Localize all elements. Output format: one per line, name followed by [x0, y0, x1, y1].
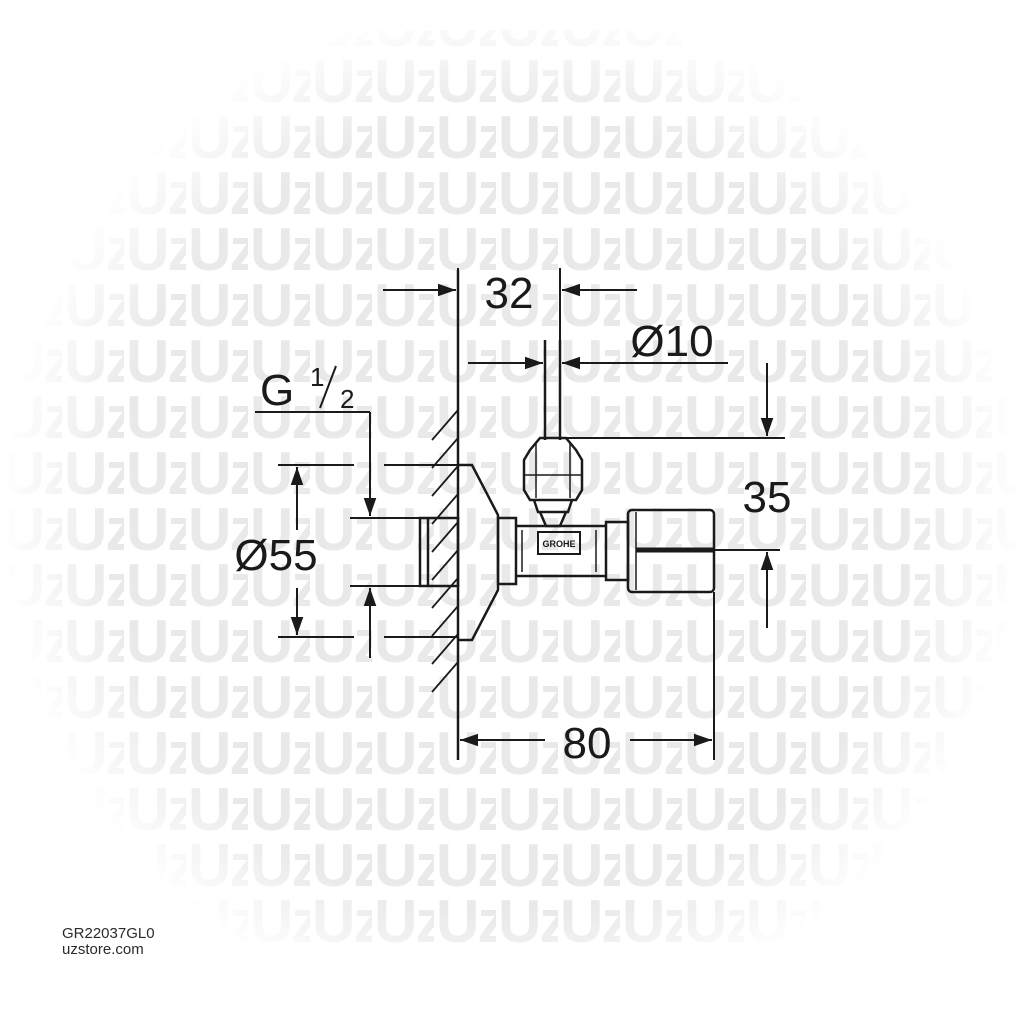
store-url: uzstore.com	[62, 941, 144, 958]
dim-80-lines	[460, 592, 715, 760]
dim-thread-fraction-den: 2	[340, 384, 354, 414]
valve-logo: GROHE	[542, 539, 575, 549]
watermark-background	[0, 30, 1024, 950]
outlet-tube	[543, 340, 562, 440]
dim-flange-diameter-lines	[278, 464, 458, 638]
dim-32-label: 32	[485, 269, 534, 318]
dim-35-lines	[560, 363, 785, 628]
wall-hatching	[431, 409, 459, 693]
dim-thread-fraction-slash	[319, 365, 337, 409]
logo-plate	[537, 531, 581, 555]
dim-80-label: 80	[563, 719, 612, 768]
thread-stub	[418, 516, 460, 588]
dim-thread-fraction-num: 1	[310, 362, 324, 392]
product-code: GR22037GL0	[62, 925, 155, 942]
dim-32-lines	[383, 268, 637, 405]
dim-35-label: 35	[743, 473, 792, 522]
dim-thread-lines	[255, 411, 420, 658]
dim-tube-diameter-label: Ø10	[630, 317, 713, 366]
compression-nut	[522, 436, 584, 528]
dim-flange-diameter-label: Ø55	[234, 531, 317, 580]
dim-thread-label: G	[260, 366, 294, 415]
